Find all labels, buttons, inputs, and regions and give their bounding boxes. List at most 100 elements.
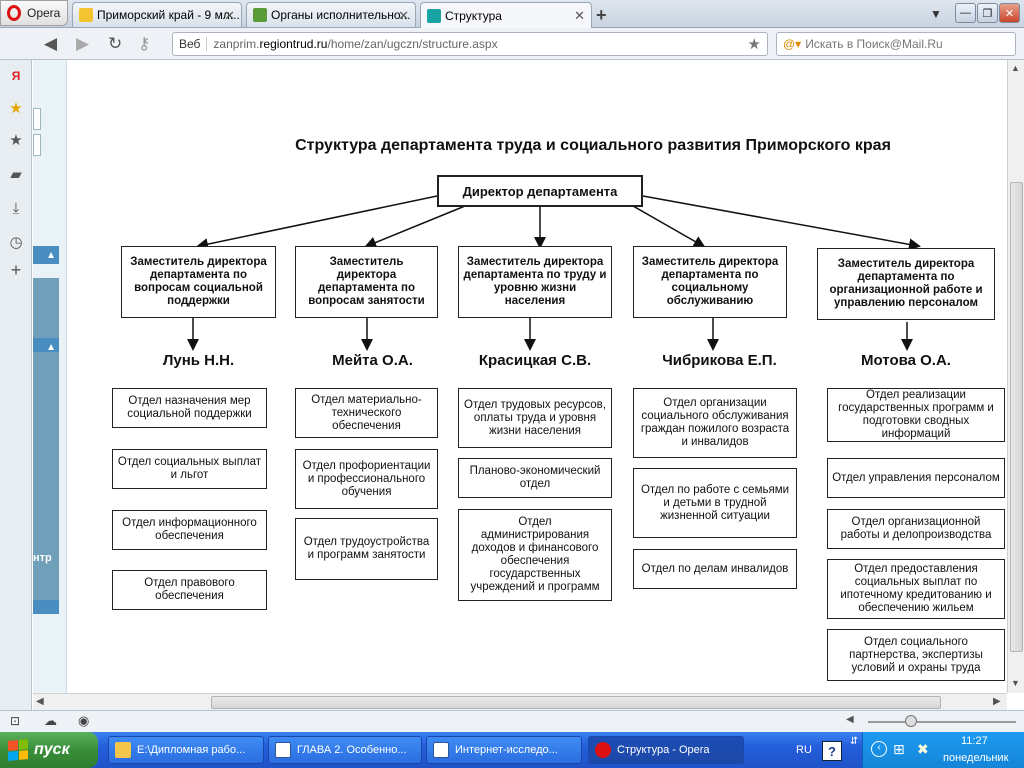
start-button[interactable]: пуск <box>0 732 98 768</box>
back-button[interactable]: ◀ <box>44 34 58 53</box>
zoom-slider-knob[interactable] <box>905 715 917 727</box>
collapse-arrow-icon[interactable]: ▲ <box>33 246 59 264</box>
language-indicator[interactable]: RU <box>796 744 812 756</box>
site-input-fragment[interactable] <box>33 108 41 130</box>
mail-search-icon: @▾ <box>783 37 802 51</box>
site-left-strip: ▲ ▲ нтр <box>33 60 67 693</box>
scroll-left-arrow-icon[interactable]: ◀ <box>36 696 44 707</box>
windows-taskbar: пуск E:\Дипломная рабо... ГЛАВА 2. Особе… <box>0 732 1024 768</box>
deputy-name: Лунь Н.Н. <box>162 352 235 369</box>
tab-favicon-icon <box>427 8 441 23</box>
tab-label: Органы исполнительно... <box>271 8 411 22</box>
address-toolbar: ◀ ▶ ↻ ⚷ Веб zanprim.regiontrud.ru/home/z… <box>0 28 1024 60</box>
folder-icon <box>115 742 131 758</box>
close-icon[interactable]: ✕ <box>224 8 235 23</box>
tray-back-icon[interactable]: ‹ <box>871 741 887 757</box>
network-icon[interactable]: ⊞ <box>893 741 905 757</box>
deputy-box: Заместитель директора департамента по во… <box>121 246 276 318</box>
clock-time[interactable]: 11:27 <box>961 735 988 747</box>
department-box: Отдел информационного обеспечения <box>112 510 267 550</box>
windows-logo-icon <box>8 739 28 761</box>
opera-side-panel: Я ★ ★ ▰ ⤓ ◷ + <box>0 60 32 712</box>
deputy-box: Заместитель директора департамента по ор… <box>817 248 995 320</box>
deputy-name: Красицкая С.В. <box>478 352 592 369</box>
history-clock-icon[interactable]: ◷ <box>9 234 23 251</box>
taskbar-item-explorer[interactable]: E:\Дипломная рабо... <box>108 736 264 764</box>
close-icon[interactable]: ✕ <box>574 8 585 23</box>
taskbar-item-word-1[interactable]: ГЛАВА 2. Особенно... <box>268 736 422 764</box>
word-doc-icon <box>275 742 291 758</box>
panel-toggle-icon[interactable]: ⊡ <box>10 714 21 728</box>
department-box: Отдел правового обеспечения <box>112 570 267 610</box>
reload-button[interactable]: ↻ <box>108 34 123 53</box>
clock-day: понедельник <box>943 752 1009 764</box>
help-icon[interactable]: ? <box>822 741 842 761</box>
url-text: zanprim.regiontrud.ru/home/zan/ugczn/str… <box>213 37 498 51</box>
tab-structure[interactable]: Структура ✕ <box>420 2 592 28</box>
tab-favicon-icon <box>79 8 93 22</box>
add-panel-icon[interactable]: + <box>10 259 22 280</box>
zoom-slider[interactable] <box>868 721 1016 723</box>
yandex-icon[interactable]: Я <box>11 69 21 83</box>
department-box: Планово-экономический отдел <box>458 458 612 498</box>
turbo-cloud-icon[interactable]: ☁ <box>44 713 57 728</box>
department-box: Отдел администрирования доходов и финанс… <box>458 509 612 601</box>
department-box: Отдел по работе с семьями и детьми в тру… <box>633 468 797 538</box>
close-window-button[interactable]: ✕ <box>999 3 1020 23</box>
site-panel-block <box>33 352 59 604</box>
notes-icon[interactable]: ▰ <box>10 166 22 183</box>
vertical-scroll-thumb[interactable] <box>1010 182 1023 652</box>
deputy-box: Заместитель директора департамента по во… <box>295 246 438 318</box>
scroll-down-arrow-icon[interactable]: ▼ <box>1011 678 1020 688</box>
department-box: Отдел организации социального обслуживан… <box>633 388 797 458</box>
tab-favicon-icon <box>253 8 267 22</box>
downloads-icon[interactable]: ⤓ <box>12 199 20 217</box>
tab-label: Структура <box>445 8 502 23</box>
horizontal-scrollbar[interactable]: ◀ ▶ <box>33 693 1007 710</box>
tab-list-icon[interactable]: ▼ <box>930 7 942 21</box>
bookmark-star-icon[interactable]: ★ <box>747 36 761 53</box>
close-icon[interactable]: ✕ <box>398 8 409 23</box>
opera-logo-icon <box>7 5 21 21</box>
site-panel-footer <box>33 600 59 614</box>
minimize-button[interactable]: — <box>955 3 976 23</box>
scroll-up-arrow-icon[interactable]: ▲ <box>1011 63 1020 73</box>
vertical-scrollbar[interactable]: ▲ ▼ <box>1007 60 1024 693</box>
tab-primorsky[interactable]: Приморский край - 9 мл... ✕ <box>72 2 242 27</box>
security-icon[interactable]: ✖ <box>917 741 929 757</box>
taskbar-item-word-2[interactable]: Интернет-исследо... <box>426 736 582 764</box>
taskbar-item-label: ГЛАВА 2. Особенно... <box>297 744 407 756</box>
tab-organy[interactable]: Органы исполнительно... ✕ <box>246 2 416 27</box>
address-field[interactable]: Веб zanprim.regiontrud.ru/home/zan/ugczn… <box>172 32 768 56</box>
opera-menu-label: Opera <box>27 6 61 20</box>
deputy-name: Мотова О.А. <box>861 352 951 369</box>
key-icon[interactable]: ⚷ <box>138 34 151 53</box>
favorites-star-icon[interactable]: ★ <box>9 132 23 149</box>
site-input-fragment[interactable] <box>33 134 41 156</box>
department-box: Отдел трудоустройства и программ занятос… <box>295 518 438 580</box>
scroll-right-arrow-icon[interactable]: ▶ <box>993 696 1001 707</box>
new-tab-button[interactable]: + <box>596 5 607 25</box>
opera-menu-button[interactable]: Opera <box>0 0 68 26</box>
zoom-down-icon[interactable]: ◀ <box>846 714 854 725</box>
taskbar-item-opera[interactable]: Структура - Opera <box>588 736 744 764</box>
forward-button[interactable]: ▶ <box>76 34 90 53</box>
site-panel-block <box>33 278 59 338</box>
horizontal-scroll-thumb[interactable] <box>211 696 941 709</box>
site-strip-text: нтр <box>33 552 52 564</box>
department-box: Отдел управления персоналом <box>827 458 1005 498</box>
org-chart-connectors <box>187 195 921 351</box>
start-label: пуск <box>34 741 70 758</box>
search-field[interactable]: @▾ Искать в Поиск@Mail.Ru <box>776 32 1016 56</box>
taskbar-item-label: E:\Дипломная рабо... <box>137 744 246 756</box>
tray-expand-icon[interactable]: ⇵ <box>850 736 859 747</box>
search-placeholder: Искать в Поиск@Mail.Ru <box>805 37 943 51</box>
deputy-box: Заместитель директора департамента по со… <box>633 246 787 318</box>
restore-button[interactable]: ❐ <box>977 3 998 23</box>
deputy-name: Чибрикова Е.П. <box>662 352 777 369</box>
collapse-arrow-icon[interactable]: ▲ <box>33 338 59 356</box>
tab-label: Приморский край - 9 мл... <box>97 8 240 22</box>
page-content: ▲ ▲ нтр Структура департамента труда и с… <box>33 60 1007 693</box>
bookmarks-star-icon[interactable]: ★ <box>9 100 23 117</box>
speed-dial-icon[interactable]: ◉ <box>78 713 90 728</box>
